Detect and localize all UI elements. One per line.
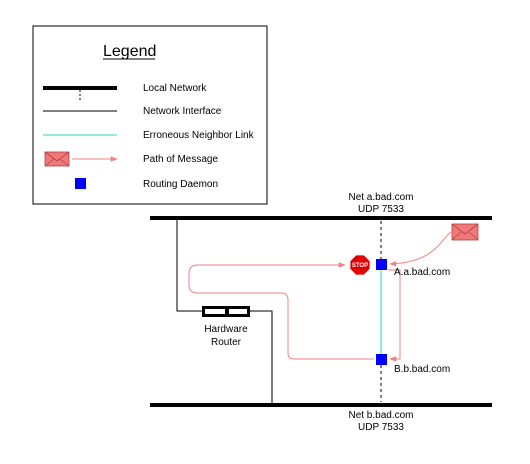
envelope-icon xyxy=(44,151,70,167)
stop-sign-text: STOP xyxy=(352,263,368,269)
router-label-line2: Router xyxy=(211,337,242,348)
network-a-port: UDP 7533 xyxy=(358,204,404,215)
daemon-b-label: B.b.bad.com xyxy=(394,364,450,375)
message-path-down xyxy=(388,269,401,362)
daemon-a-label: A.a.bad.com xyxy=(394,267,450,278)
message-path-incoming xyxy=(389,231,452,267)
legend: Legend Local Network Network Interface E… xyxy=(32,25,268,205)
daemon-a-square xyxy=(376,259,387,270)
router-interface-a xyxy=(176,220,202,312)
legend-label-network-interface: Network Interface xyxy=(143,106,222,117)
routing-daemon-swatch xyxy=(75,178,86,189)
legend-label-message-path: Path of Message xyxy=(143,154,218,165)
legend-label-local-network: Local Network xyxy=(143,83,207,94)
network-b-port: UDP 7533 xyxy=(358,422,404,433)
router-label-line1: Hardware xyxy=(204,324,248,335)
legend-label-routing-daemon: Routing Daemon xyxy=(143,179,218,190)
envelope-icon xyxy=(451,223,479,241)
legend-label-erroneous-link: Erroneous Neighbor Link xyxy=(143,130,255,141)
daemon-b-square xyxy=(376,354,387,365)
hardware-router xyxy=(202,306,250,317)
legend-title: Legend xyxy=(103,43,156,60)
router-interface-b xyxy=(250,310,273,403)
network-b-name: Net b.bad.com xyxy=(348,410,413,421)
message-path-loop xyxy=(188,262,374,360)
stop-sign-icon: STOP xyxy=(349,254,371,276)
network-a-name: Net a.bad.com xyxy=(348,192,413,203)
legend-box xyxy=(32,25,268,205)
